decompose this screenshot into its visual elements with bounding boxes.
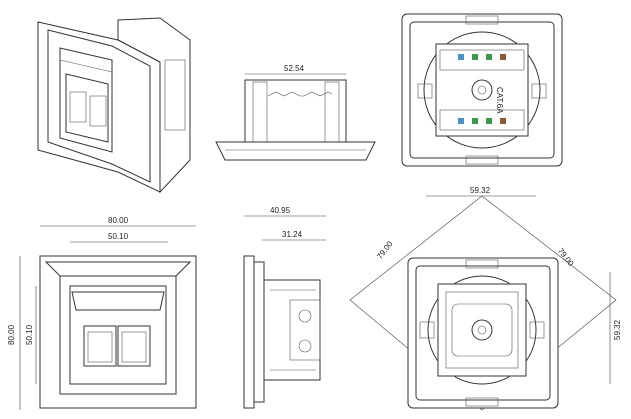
dim-59-32-width: 59.32 [470,186,491,195]
dim-79-00-left: 79.00 [375,239,395,261]
dim-50-10-height: 50.10 [25,324,34,345]
dim-40-95: 40.95 [270,206,291,215]
dim-52-54: 52.54 [284,64,305,73]
side-view: 40.95 31.24 [243,206,326,409]
dim-50-10-width: 50.10 [108,232,129,241]
rear-view-top: CAT.6A [401,13,563,167]
wire-terminals-bottom [458,118,506,124]
dim-59-32-height: 59.32 [613,319,622,340]
isometric-view [37,17,191,194]
dim-31-24: 31.24 [282,230,303,239]
top-view: 52.54 [215,64,376,161]
dim-80-00-height: 80.00 [7,324,16,345]
wire-terminals-top [458,54,506,60]
dim-80-00-width: 80.00 [108,216,129,225]
module-label: CAT.6A [495,87,504,114]
dim-79-00-right: 79.00 [556,247,576,269]
rear-view-bottom: 59.32 79.00 79.00 59.32 [349,186,622,411]
front-view: 80.00 50.10 80.00 50.10 [7,216,197,410]
